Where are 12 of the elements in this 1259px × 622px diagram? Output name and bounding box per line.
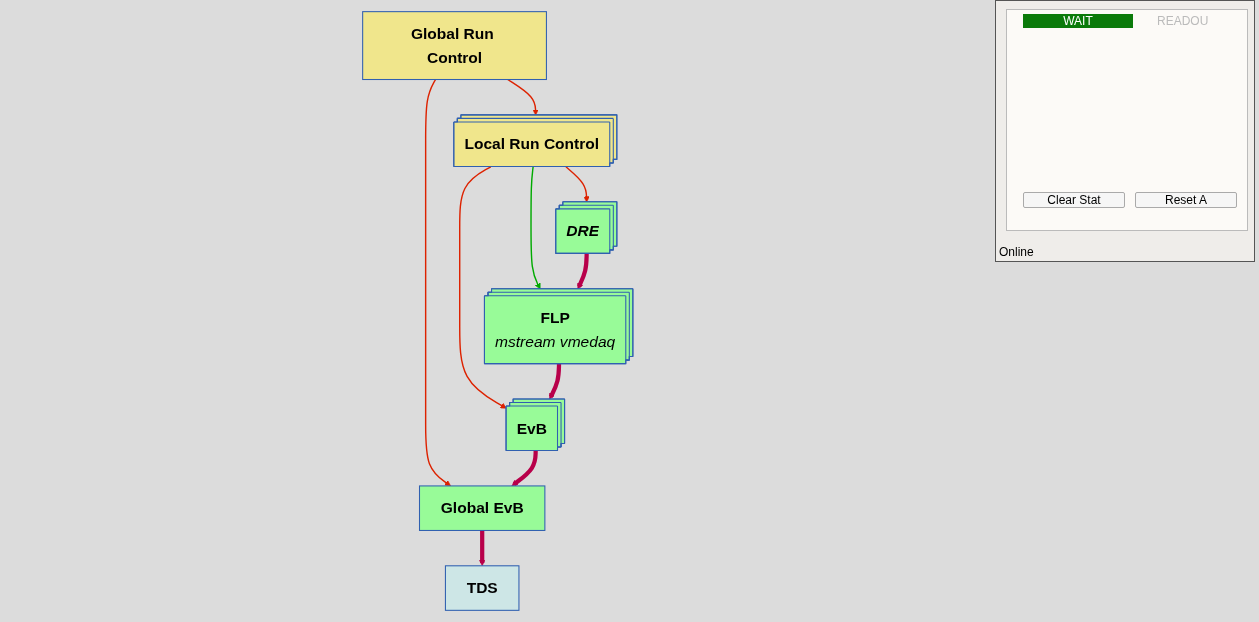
node-box: TDS [444,565,520,611]
arrow [424,78,451,487]
node-box: Global Run Control [361,11,547,81]
status-bar: WAIT [1023,14,1133,28]
status-text: Online [999,245,1034,259]
reset-button: Reset A [1135,192,1237,208]
arrow [478,530,486,567]
clear-button: Clear Stat [1023,192,1125,208]
node-box: Global EvB [418,485,546,531]
arrow [458,166,507,409]
arrow [511,450,538,487]
status-text: READOU [1157,14,1209,28]
